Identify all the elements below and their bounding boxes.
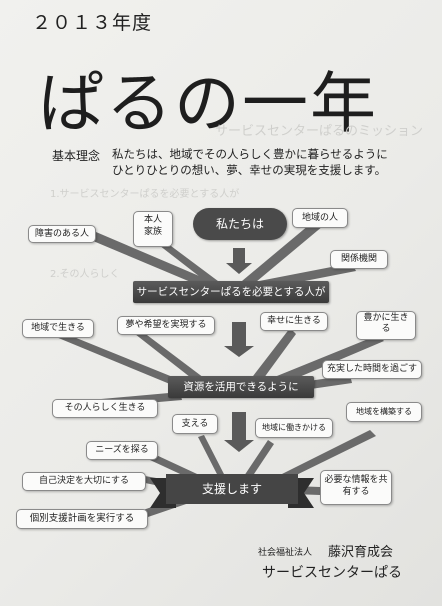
philosophy-text: 私たちは、地域でその人らしく豊かに暮らせるように ひとりひとりの想い、夢、幸せの…: [112, 146, 412, 178]
org-type: 社会福祉法人: [258, 548, 313, 558]
philosophy-label: 基本理念: [52, 149, 101, 163]
bubble-self-family: 本人 家族: [133, 211, 173, 247]
year-heading: ２０１３年度: [32, 12, 153, 34]
bubble-live-richly: 豊かに生き る: [356, 311, 416, 340]
connector-wedge: [198, 435, 226, 480]
connector-wedge: [244, 440, 274, 480]
flow-arrow-down: [224, 412, 254, 452]
connector-wedge: [135, 332, 212, 388]
bubble-find-needs: ニーズを探る: [86, 441, 158, 460]
connector-wedge: [86, 232, 232, 296]
show-through-text: サービスセンターぱるのミッション: [215, 124, 424, 139]
connector-wedge: [278, 430, 376, 482]
bubble-respect-self-determination: 自己決定を大切にする: [22, 472, 146, 491]
bubble-share-information: 必要な情報を共 有する: [320, 470, 392, 505]
connector-wedge: [236, 220, 323, 292]
bubble-build-community: 地域を構築する: [346, 402, 422, 422]
bubble-disabled-people: 障害のある人: [28, 225, 96, 243]
connector-wedge: [155, 240, 230, 294]
org-name: 藤沢育成会: [328, 545, 394, 560]
support-banner-label: 支援します: [201, 482, 262, 496]
flow-arrow-down: [224, 322, 254, 357]
show-through-text: 1.サービスセンターぱるを必要とする人が: [50, 189, 240, 200]
bubble-live-as-oneself: その人らしく生きる: [52, 399, 158, 418]
bubble-fulfilling-time: 充実した時間を過ごす: [322, 360, 422, 379]
support-banner-shape: [150, 474, 314, 508]
connector-wedge: [56, 333, 200, 394]
org-center-name: サービスセンターぱる: [262, 565, 402, 581]
bubble-local-people: 地域の人: [292, 208, 348, 228]
show-through-text: 2.その人らしく: [50, 269, 120, 280]
bar-use-resources: 資源を活用できるように: [168, 376, 314, 398]
bubble-live-happily: 幸せに生きる: [260, 312, 328, 331]
bubble-implement-support-plan: 個別支援計画を実行する: [16, 509, 148, 529]
bubble-related-organizations: 関係機関: [330, 250, 388, 269]
bubble-living-locally: 地域で生きる: [22, 319, 94, 338]
bar-people-needing-service: サービスセンターぱるを必要とする人が: [133, 281, 329, 303]
bubble-realize-dreams: 夢や希望を実現する: [117, 316, 215, 335]
philosophy-line: 私たちは、地域でその人らしく豊かに暮らせるように: [112, 147, 388, 161]
connector-wedge: [250, 328, 296, 386]
we-label: 私たちは: [193, 208, 287, 240]
bubble-approach-community: 地域に働きかける: [255, 418, 333, 438]
philosophy-line: ひとりひとりの想い、夢、幸せの実現を支援します。: [112, 163, 387, 177]
flow-arrow-down: [226, 248, 252, 274]
page-title: ぱるの一年: [38, 65, 378, 142]
bubble-support: 支える: [172, 414, 218, 434]
